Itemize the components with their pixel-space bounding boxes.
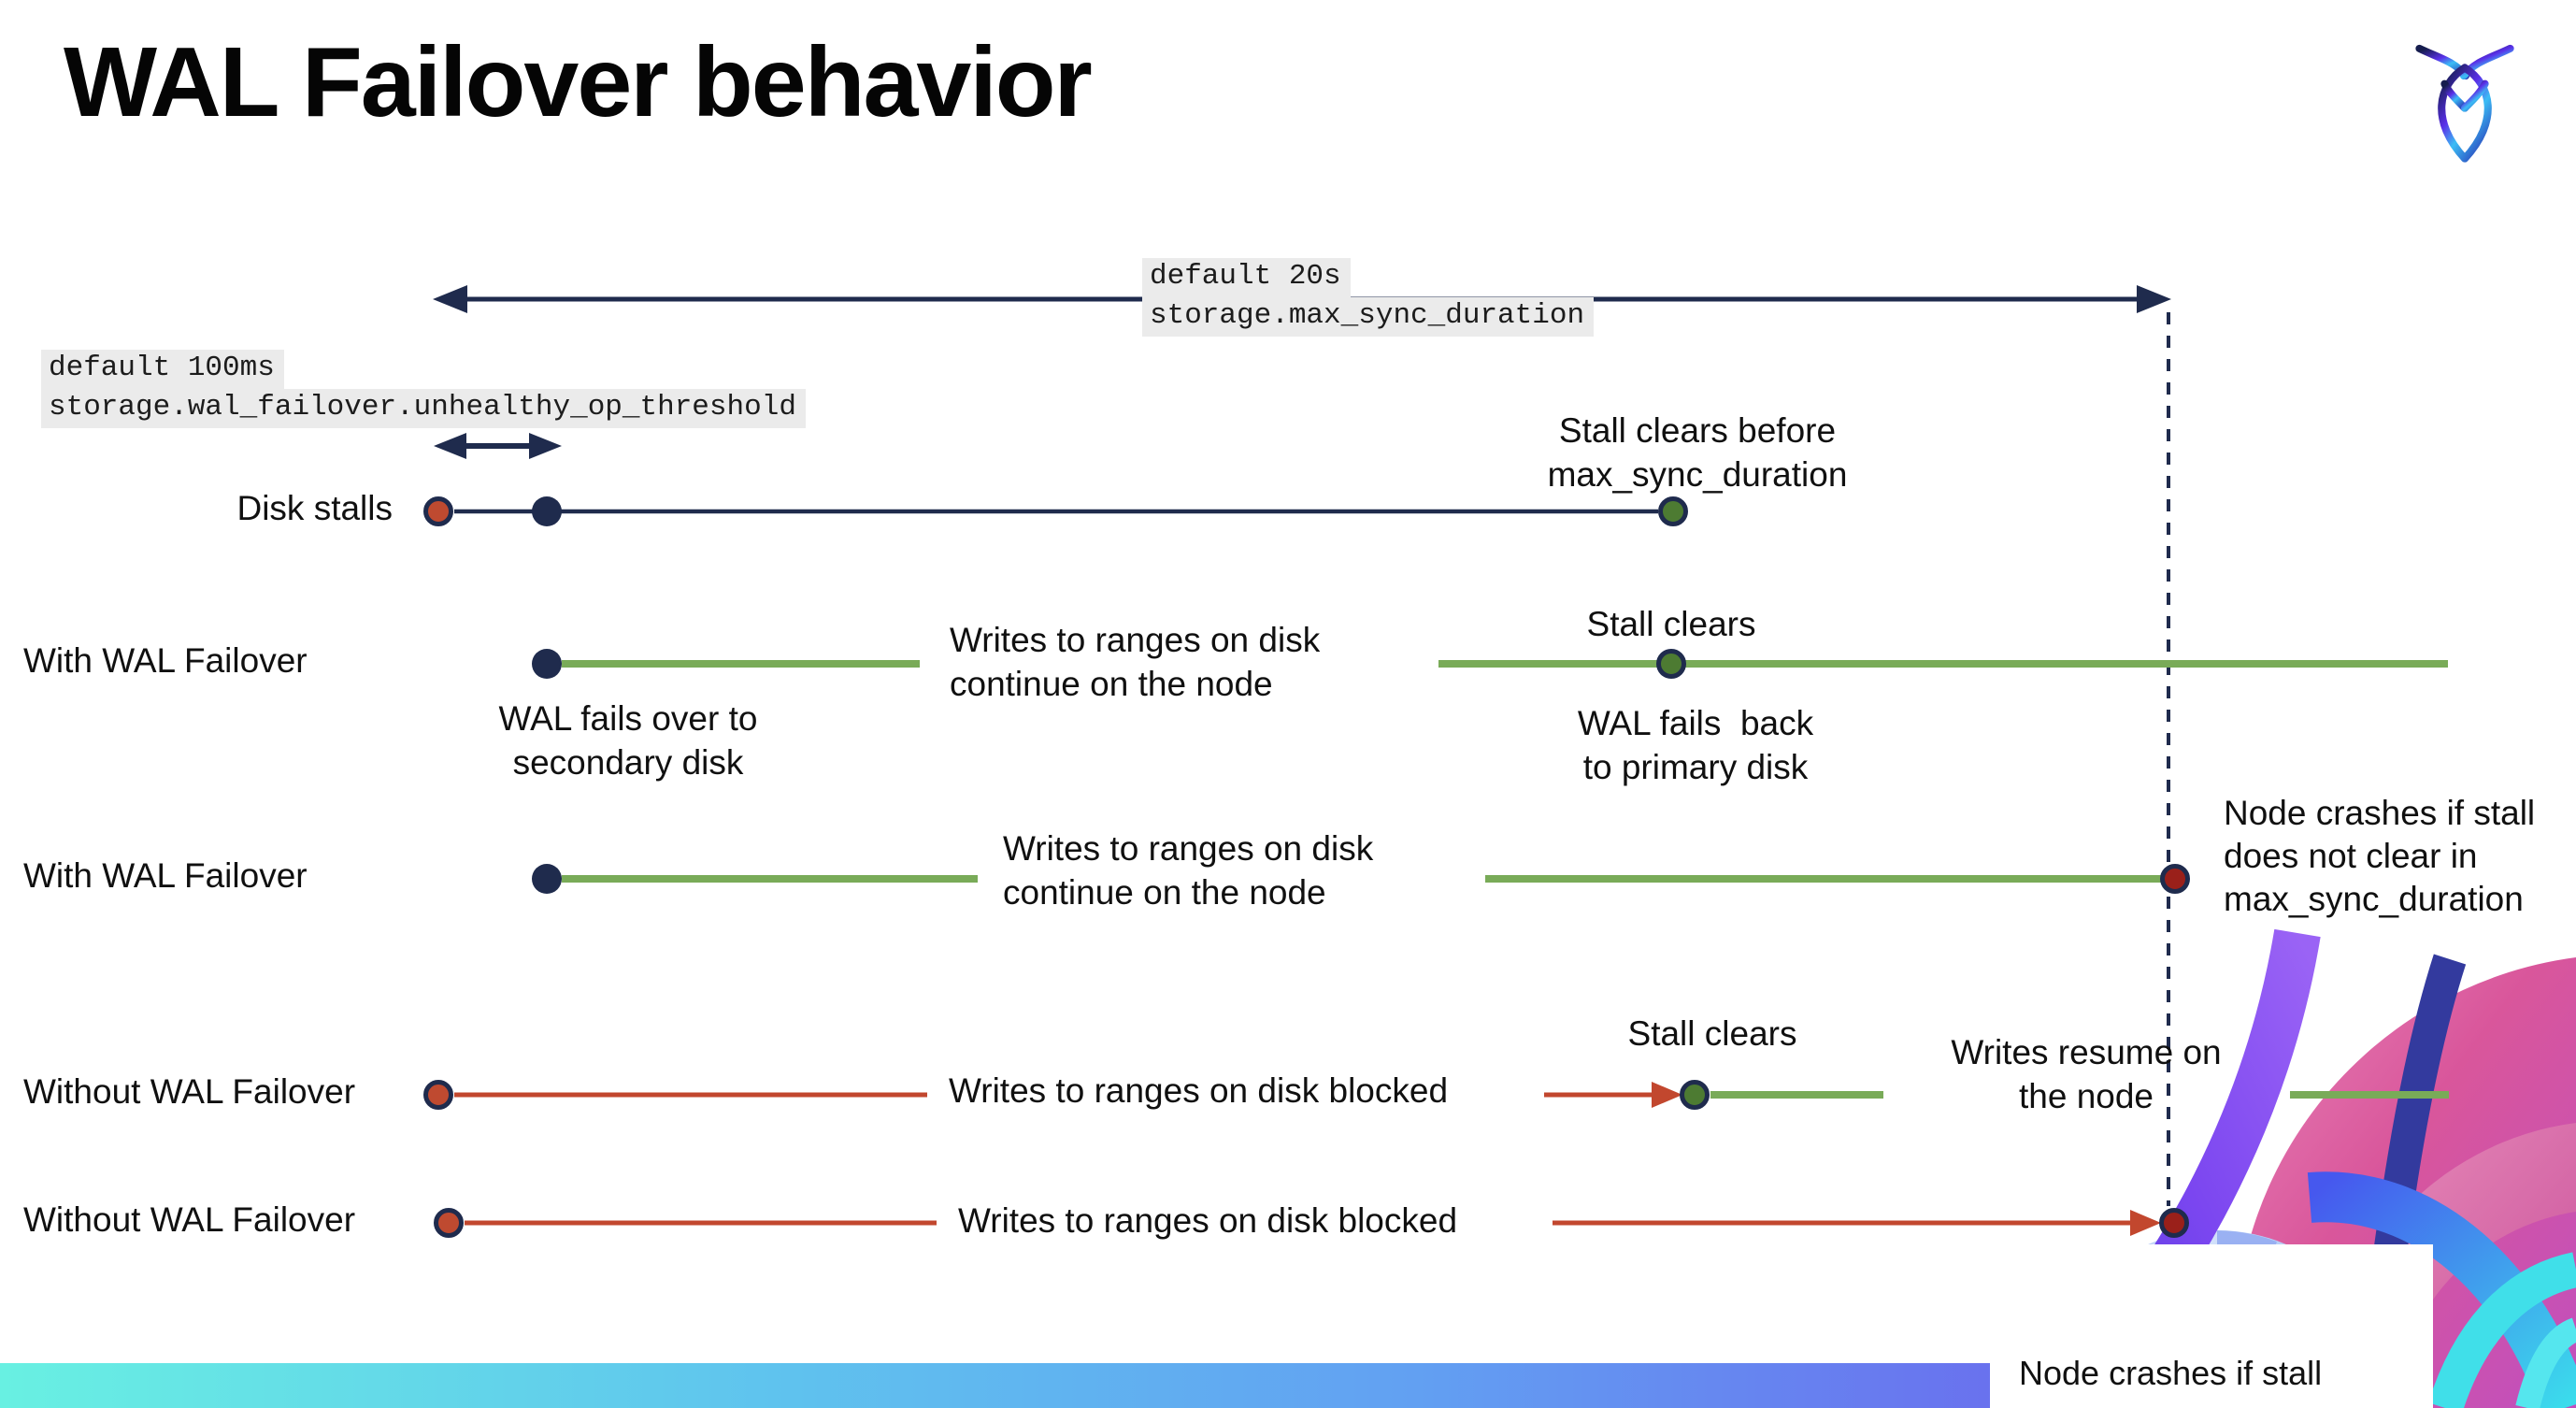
stall-clears-dot (1658, 496, 1688, 526)
failover-dot (532, 864, 562, 894)
stall-clears-dot (1680, 1080, 1710, 1110)
row-label-disk-stalls: Disk stalls (236, 489, 393, 527)
annotation-writes-resume: Writes resume on the node (1951, 1033, 2222, 1115)
annotation-writes-blocked-2: Writes to ranges on disk blocked (958, 1201, 1458, 1240)
annotation-node-crashes-1: Node crashes if stall does not clear in … (2224, 794, 2536, 918)
row-label-without-wal-2: Without WAL Failover (23, 1200, 356, 1239)
stall-start-dot (423, 1080, 453, 1110)
max-sync-default-label: default 20s (1142, 258, 1351, 297)
row-label-without-wal-1: Without WAL Failover (23, 1072, 356, 1111)
row-label-with-wal-1: With WAL Failover (23, 641, 308, 680)
unhealthy-op-threshold-arrow (434, 433, 562, 459)
unhealthy-op-default-label: default 100ms (41, 350, 284, 389)
annotation-wal-fails-over: WAL fails over to secondary disk (498, 699, 758, 782)
annotation-writes-continue-2: Writes to ranges on disk continue on the… (1003, 829, 1374, 912)
annotation-stall-clears-2: Stall clears (1627, 1014, 1797, 1053)
annotation-writes-continue-1: Writes to ranges on disk continue on the… (950, 621, 1321, 703)
max-sync-setting-label: storage.max_sync_duration (1142, 297, 1595, 337)
stall-start-dot (434, 1208, 464, 1238)
row-with-wal-failover-1 (532, 649, 2448, 679)
row-disk-stalls (423, 496, 1688, 526)
annotation-node-crashes-2: Node crashes if stall does not clear in … (2019, 1354, 2323, 1392)
node-crash-dot (2160, 864, 2190, 894)
annotation-stall-clears-1: Stall clears (1586, 605, 1756, 643)
stall-start-dot (423, 496, 453, 526)
unhealthy-op-setting-label: storage.wal_failover.unhealthy_op_thresh… (41, 389, 806, 428)
annotation-writes-blocked-1: Writes to ranges on disk blocked (949, 1071, 1449, 1110)
annotation-wal-fails-back: WAL fails back to primary disk (1577, 704, 1814, 786)
annotation-stall-clears-before: Stall clears before max_sync_duration (1547, 411, 1848, 494)
page-title: WAL Failover behavior (64, 27, 1093, 137)
row-label-with-wal-2: With WAL Failover (23, 856, 308, 895)
cockroachdb-logo-icon (2413, 37, 2516, 164)
failover-threshold-dot (532, 496, 562, 526)
annotation-node-crashes-2-box: Node crashes if stall does not clear in … (1990, 1244, 2433, 1408)
stall-clears-dot (1656, 649, 1686, 679)
failover-dot (532, 649, 562, 679)
